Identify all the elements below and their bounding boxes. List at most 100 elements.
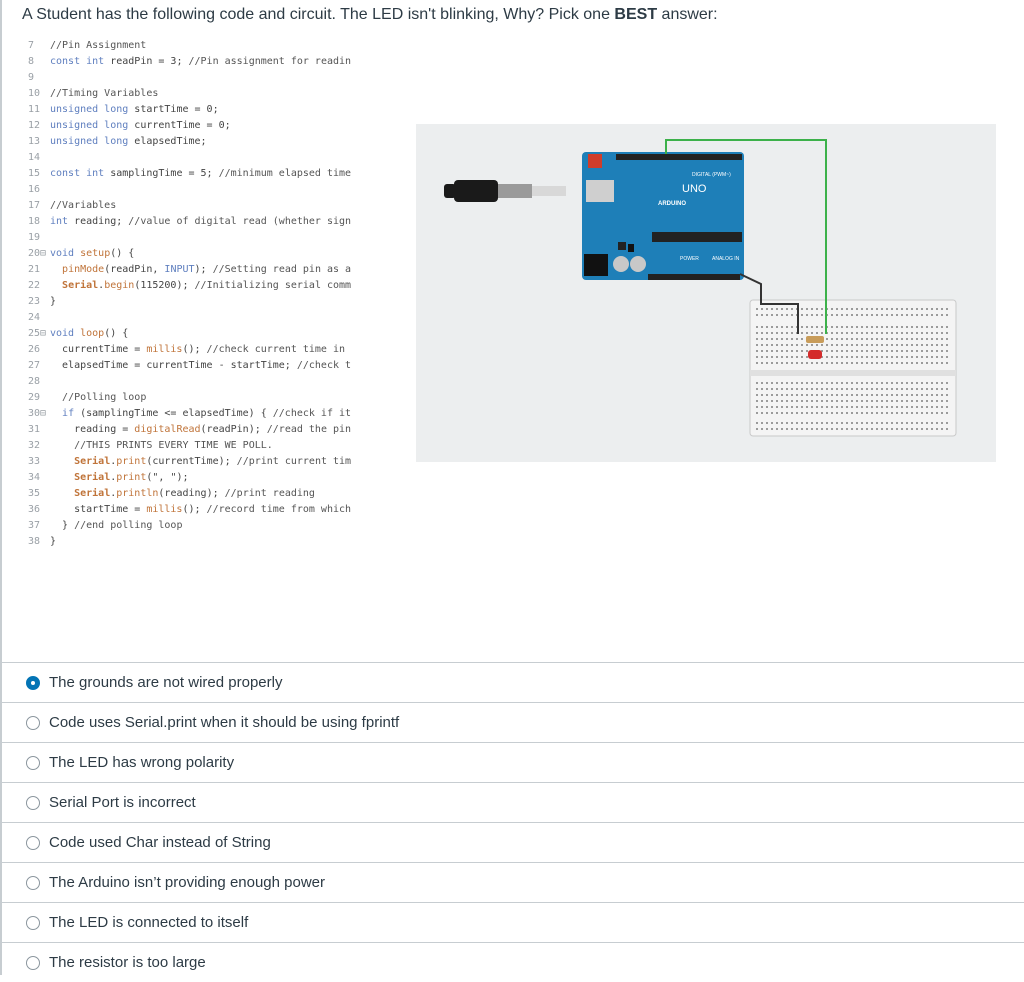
line-number: 8 [28, 56, 35, 67]
code-token: (", "); [146, 472, 189, 483]
line-number: 37 [28, 520, 41, 531]
line-number: 35 [28, 488, 41, 499]
code-line: 33 Serial.print(currentTime); //print cu… [28, 454, 408, 470]
code-line: 10//Timing Variables [28, 86, 408, 102]
code-token: (); [182, 344, 207, 355]
question-suffix: answer: [657, 6, 718, 23]
radio-unselected[interactable] [26, 715, 40, 730]
code-token: () { [110, 248, 135, 259]
line-number: 15 [28, 168, 41, 179]
digital-header-label: DIGITAL (PWM~) [692, 172, 731, 178]
code-token: (currentTime); [146, 456, 237, 467]
answer-label: The Arduino isn’t providing enough power [49, 874, 326, 891]
line-number: 14 [28, 152, 41, 163]
code-token: readPin = 3; [110, 56, 189, 67]
resistor [806, 336, 824, 343]
code-token: millis [146, 504, 183, 515]
code-token: begin [104, 280, 135, 291]
code-line: 27 elapsedTime = currentTime - startTime… [28, 358, 408, 374]
line-number: 30⊟ [28, 408, 47, 419]
code-token: unsigned long [50, 120, 135, 131]
code-token [50, 392, 62, 403]
code-line: 25⊟void loop() { [28, 326, 408, 342]
code-line: 14 [28, 150, 408, 166]
code-token: unsigned long [50, 136, 135, 147]
code-token: //record time from which [206, 504, 352, 515]
line-number: 36 [28, 504, 41, 515]
answer-option[interactable]: The Arduino isn’t providing enough power [0, 862, 1024, 902]
code-token: unsigned long [50, 104, 135, 115]
code-token: void [50, 328, 81, 339]
code-token: //Timing Variables [50, 88, 159, 99]
code-token: . [110, 488, 117, 499]
answer-option[interactable]: The resistor is too large [0, 942, 1024, 982]
line-number: 27 [28, 360, 41, 371]
code-token [50, 264, 62, 275]
answer-option[interactable]: The LED has wrong polarity [0, 742, 1024, 782]
code-token: //print current tim [236, 456, 352, 467]
code-token: . [110, 456, 117, 467]
line-number: 20⊟ [28, 248, 47, 259]
radio-unselected[interactable] [26, 875, 40, 890]
code-token [50, 488, 74, 499]
code-token: //check if it [272, 408, 352, 419]
code-token: (115200); [134, 280, 195, 291]
code-token: . [98, 280, 105, 291]
line-number: 23 [28, 296, 41, 307]
radio-unselected[interactable] [26, 955, 40, 970]
code-line: 19 [28, 230, 408, 246]
answer-option[interactable]: Code uses Serial.print when it should be… [0, 702, 1024, 742]
board-brand-label: ARDUINO [658, 201, 686, 207]
question-emphasis: BEST [614, 6, 658, 23]
line-number: 17 [28, 200, 41, 211]
radio-selected[interactable] [26, 675, 40, 690]
line-number: 7 [28, 40, 35, 51]
radio-unselected[interactable] [26, 915, 40, 930]
analog-header-label: ANALOG IN [712, 256, 740, 262]
code-token: startTime = [50, 504, 147, 515]
code-token: reading; [74, 216, 129, 227]
code-token: int [50, 216, 75, 227]
code-token: print [116, 472, 147, 483]
answer-option[interactable]: Code used Char instead of String [0, 822, 1024, 862]
code-token: loop [80, 328, 105, 339]
code-token: if [62, 408, 81, 419]
code-token: . [110, 472, 117, 483]
answer-option[interactable]: The grounds are not wired properly [0, 662, 1024, 702]
code-token: (reading); [158, 488, 225, 499]
answer-label: The LED has wrong polarity [49, 754, 235, 771]
radio-unselected[interactable] [26, 795, 40, 810]
code-token: //read the pin [266, 424, 352, 435]
code-token: currentTime = [50, 344, 147, 355]
code-token: Serial [74, 472, 111, 483]
code-line: 9 [28, 70, 408, 86]
code-line: 32 //THIS PRINTS EVERY TIME WE POLL. [28, 438, 408, 454]
answer-label: The LED is connected to itself [49, 914, 249, 931]
code-token: print [116, 456, 147, 467]
page-left-border [0, 0, 2, 975]
code-token: samplingTime = 5; [110, 168, 219, 179]
circuit-wires [665, 139, 827, 334]
answer-option[interactable]: Serial Port is incorrect [0, 782, 1024, 822]
code-token: //Polling loop [62, 392, 147, 403]
question-text: A Student has the following code and cir… [22, 6, 718, 24]
answer-option[interactable]: The LED is connected to itself [0, 902, 1024, 942]
code-line: 26 currentTime = millis(); //check curre… [28, 342, 408, 358]
usb-cable [444, 180, 566, 202]
circuit-diagram: UNO ARDUINO DIGITAL (PWM~) POWER ANALOG … [416, 124, 996, 462]
code-token: () { [104, 328, 129, 339]
code-line: 30⊟ if (samplingTime <= elapsedTime) { /… [28, 406, 408, 422]
line-number: 22 [28, 280, 41, 291]
code-token: reading = [50, 424, 135, 435]
code-token: pinMode [62, 264, 105, 275]
radio-unselected[interactable] [26, 835, 40, 850]
code-token: const int [50, 168, 111, 179]
line-number: 33 [28, 456, 41, 467]
code-token [50, 440, 74, 451]
line-number: 28 [28, 376, 41, 387]
radio-unselected[interactable] [26, 755, 40, 770]
line-number: 16 [28, 184, 41, 195]
